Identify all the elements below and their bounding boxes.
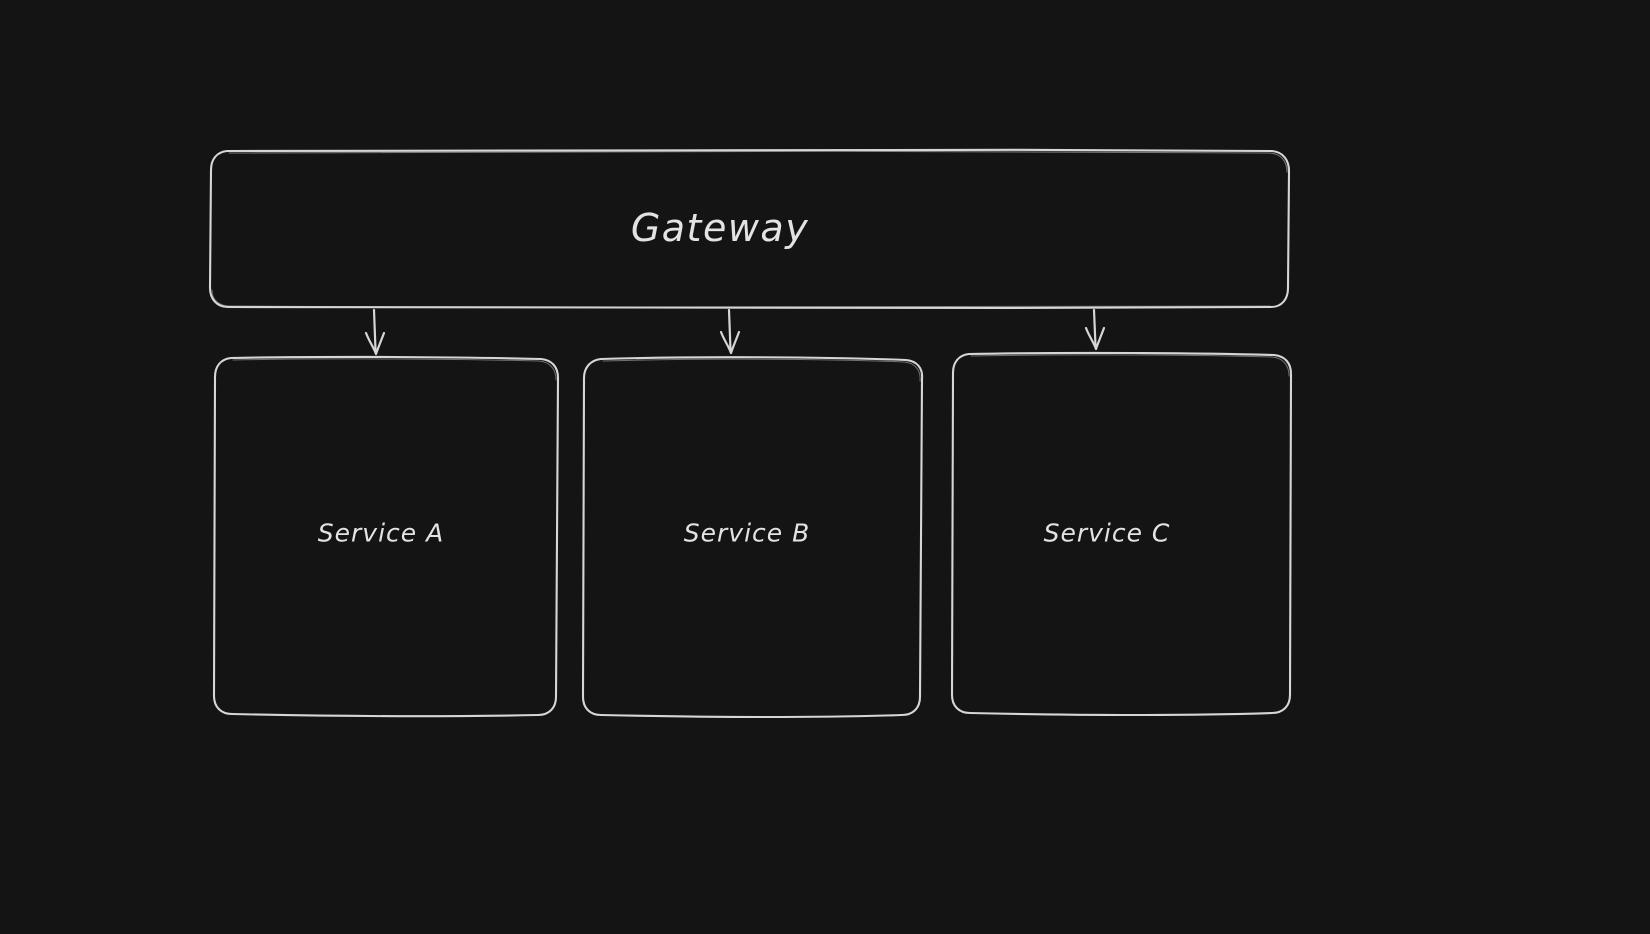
edge-line-c [1092, 308, 1097, 348]
node-service-b[interactable] [581, 356, 924, 718]
arrowhead-a [364, 331, 386, 356]
edge-gateway-to-service-a[interactable] [364, 308, 386, 356]
service-a-box-outline-sketch-overlay [232, 358, 557, 381]
service-a-box-outline [212, 355, 560, 718]
node-gateway[interactable] [208, 148, 1291, 310]
gateway-box-outline-sketch-overlay-2 [211, 289, 1271, 309]
node-service-c[interactable] [950, 351, 1293, 716]
edge-line-b [727, 308, 732, 352]
gateway-box-outline-sketch-overlay [228, 150, 1288, 173]
node-service-a[interactable] [212, 355, 560, 718]
service-c-box-outline-sketch-overlay [970, 354, 1290, 377]
gateway-box-outline [208, 148, 1291, 310]
arrowhead-b [719, 330, 741, 355]
service-b-box-outline [581, 356, 924, 718]
edge-gateway-to-service-b[interactable] [719, 308, 741, 355]
edge-gateway-to-service-c[interactable] [1084, 308, 1106, 351]
service-b-box-outline-sketch-overlay [602, 358, 921, 382]
arrowhead-c [1084, 326, 1106, 351]
edge-line-a [372, 308, 377, 352]
service-c-box-outline [950, 351, 1293, 716]
